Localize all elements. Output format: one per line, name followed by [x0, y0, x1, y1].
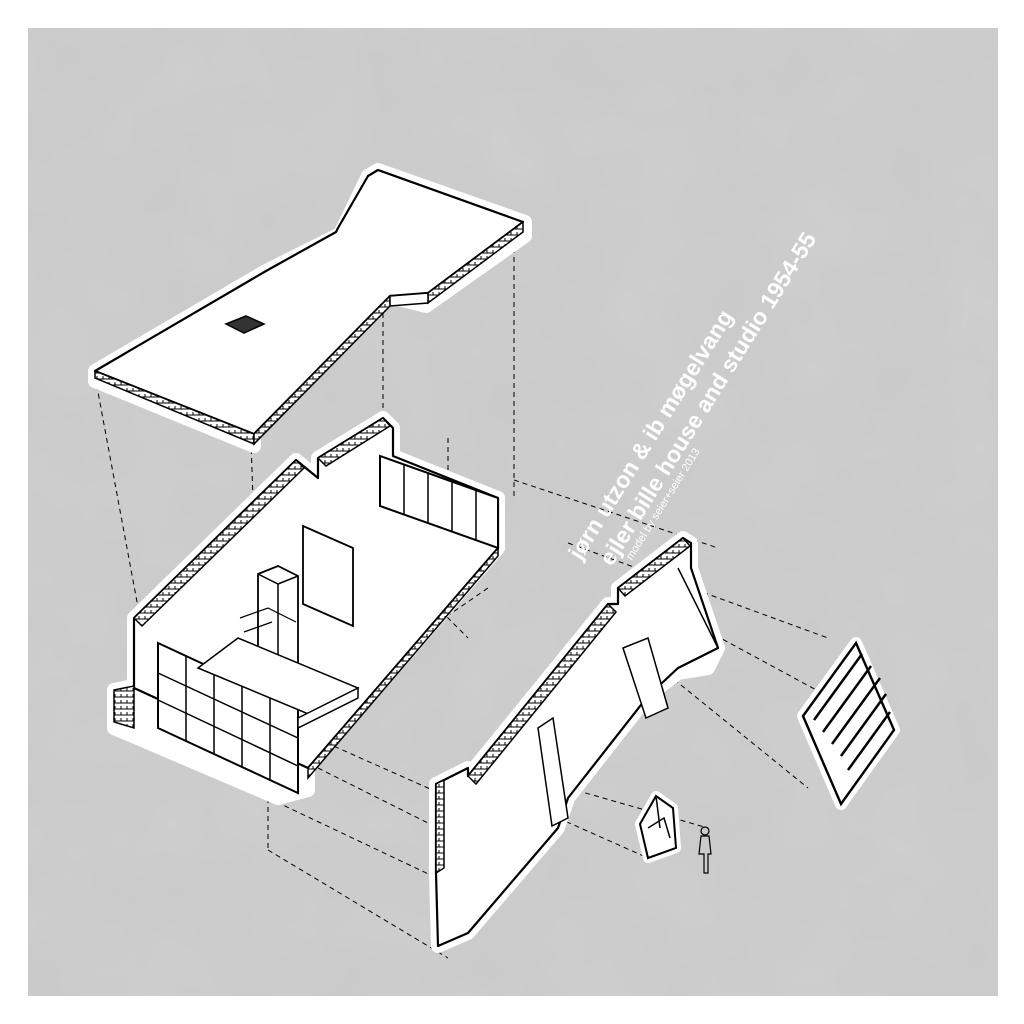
roof-skylight	[224, 315, 266, 334]
door-detail	[635, 791, 681, 863]
house-volume	[107, 411, 505, 805]
window-frame-element	[797, 637, 900, 810]
drawing-frame: jørn utzon & ib møgelvang ejler bille ho…	[28, 28, 998, 996]
exploded-axonometric-drawing	[28, 28, 998, 996]
scale-figure	[698, 826, 712, 874]
studio-wall	[429, 531, 725, 953]
roof-slab	[88, 163, 532, 453]
